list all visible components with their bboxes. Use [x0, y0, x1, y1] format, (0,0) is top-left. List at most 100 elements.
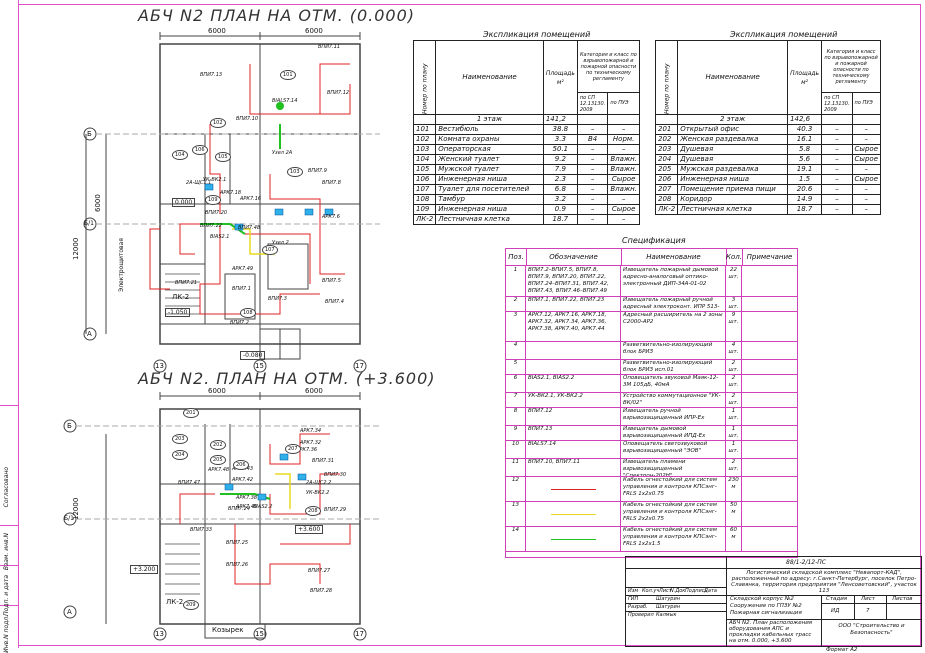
device-label: АРК7.38 [236, 495, 258, 501]
axis-label: Б [87, 130, 92, 138]
device-label: АРК7.42 [232, 477, 254, 483]
table-cell: 201 [654, 124, 679, 135]
frame-right [920, 4, 921, 646]
table-cell: 107 [412, 184, 437, 195]
frame-bottom [18, 645, 921, 646]
frame-top [18, 4, 921, 5]
table-cell: 16.1 [787, 134, 823, 145]
spec-qty: 1 шт. [726, 425, 742, 440]
table-cell: – [576, 154, 609, 165]
spec-pos: 11 [506, 458, 526, 476]
spec-pos: 6 [506, 374, 526, 392]
floor-label: 1 этаж [435, 114, 544, 125]
table-cell: – [576, 184, 609, 195]
spec-qty: 1 шт. [726, 407, 742, 425]
device-label: ВПИ7.48 [238, 225, 261, 231]
room-number: 205 [210, 455, 226, 465]
spec-note [742, 440, 797, 458]
table-cell: 109 [412, 204, 437, 215]
table-cell: Инженерная ниша [435, 204, 544, 215]
table-cell: – [851, 124, 882, 135]
axis-label: А [87, 330, 92, 338]
table-cell: Вестибюль [435, 124, 544, 135]
spec-pos: 3 [506, 311, 526, 341]
spec-qty: 50 м [726, 501, 742, 526]
table-cell: 206 [654, 174, 679, 185]
spec-name: Адресный расширитель на 2 зоны С2000-АР2 [621, 311, 726, 341]
object-2: Сооружение по ГПЗУ №2 [730, 603, 802, 609]
table-cell: – [821, 164, 853, 175]
table-cell: – [821, 154, 853, 165]
spec-name: Оповещатель светозвуковой взрывозащищенн… [621, 440, 726, 458]
spec-note [742, 296, 797, 311]
expl2-table: Номер по плану Наименование Площадь м² К… [654, 40, 882, 215]
stamp-role: Разраб. [628, 604, 648, 610]
table-cell: – [576, 124, 609, 135]
spec-note [742, 266, 797, 296]
expl2-caption: Экспликация помещений [730, 30, 838, 39]
device-label: ВПИ7.27 [308, 568, 331, 574]
table-cell: 1.5 [787, 174, 823, 185]
table-cell: – [576, 214, 609, 225]
spec-code: АРК7.12, АРК7.16, АРК7.18, АРК7.32, АРК7… [526, 311, 621, 341]
level-mark: 0.000 [172, 198, 196, 207]
device-label: ВПИ7.21 [175, 280, 198, 286]
table-cell: 102 [412, 134, 437, 145]
table-cell: – [821, 184, 853, 195]
spec-pos: 14 [506, 526, 526, 551]
spec-code [526, 341, 621, 359]
col-num: Номер по плану [413, 40, 436, 115]
table-cell: 18.7 [542, 214, 578, 225]
device-label: Узел 2А [272, 150, 293, 156]
device-label: ВПИ7.4 [325, 299, 344, 305]
table-cell: 2.3 [542, 174, 578, 185]
table-cell: В4 [576, 134, 609, 145]
spec-code: ВПИ7.1, ВПИ7.22, ВПИ7.23 [526, 296, 621, 311]
dim-label: 6000 [208, 27, 226, 35]
stamp-role: ГИП [628, 596, 639, 602]
col-area: Площадь м² [787, 40, 823, 115]
device-label: АРК7.32 [300, 440, 322, 446]
room-number: 202 [210, 440, 226, 450]
spec-h-qty: Кол. [726, 249, 743, 266]
dim-label: 6000 [305, 387, 323, 395]
floor-plans [63, 32, 380, 641]
table-cell: 5.8 [787, 144, 823, 155]
room-number: 208 [305, 506, 321, 516]
canopy-label: Козырек [212, 626, 244, 634]
device-label: BIAS2.2 [253, 504, 273, 510]
stamp-col-header: Подпись [685, 588, 708, 594]
room-number: 107 [262, 245, 278, 255]
stamp-col-header: Дата [704, 588, 717, 594]
spec-qty: 4 шт. [726, 341, 742, 359]
table-cell: Душевая [677, 144, 789, 155]
device-label: ВПИ7.47 [178, 480, 201, 486]
sheet-title: АБЧ N2. План расположения оборудования А… [729, 620, 813, 644]
table-cell: 106 [412, 174, 437, 185]
table-cell: – [607, 144, 640, 155]
table-cell: 20.6 [787, 184, 823, 195]
org-name: ООО "Строительство и Безопасность" [838, 623, 905, 636]
spec-name: Извещатель пламени взрывозащищенный "Спе… [621, 458, 726, 476]
table-cell: Женская раздевалка [677, 134, 789, 145]
room-number: 108 [240, 308, 256, 318]
spec-name: Извещатель ручной взрывозащищенный ИПР-Е… [621, 407, 726, 425]
table-cell: – [851, 134, 882, 145]
cable-line-sample [551, 538, 596, 540]
table-cell: 40.3 [787, 124, 823, 135]
floor-area: 141,2 [542, 114, 578, 125]
spec-h-pos: Поз. [506, 249, 527, 266]
spec-name: Извещатель пожарный дымовой адресно-анал… [621, 266, 726, 296]
dim-label: 6000 [94, 194, 102, 212]
col-cat: Категория и класс по взрывопожарной и по… [576, 40, 641, 93]
